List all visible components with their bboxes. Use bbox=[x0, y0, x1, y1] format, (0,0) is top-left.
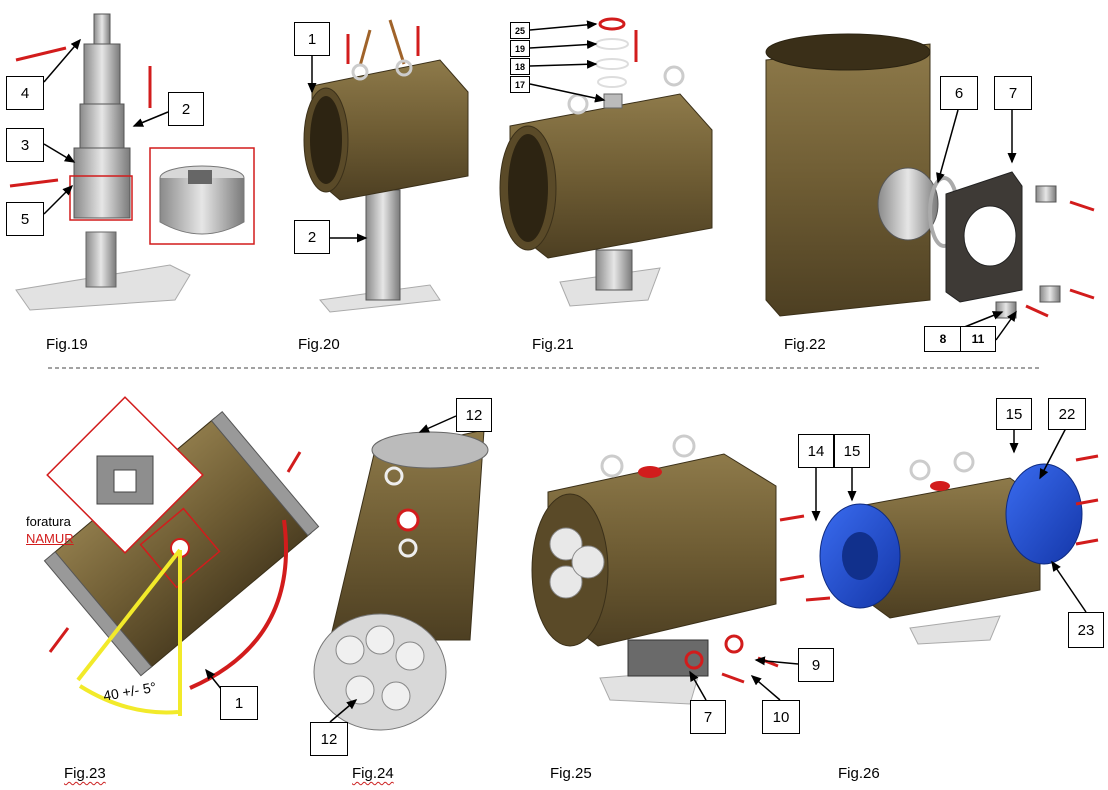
callout-fig26-22: 22 bbox=[1048, 398, 1086, 430]
fig22-actuator-drawing bbox=[765, 33, 1061, 319]
callout-fig20-2: 2 bbox=[294, 220, 330, 254]
callout-fig19-2: 2 bbox=[168, 92, 204, 126]
fig25-actuator-drawing bbox=[531, 434, 777, 705]
drilling-label: foratura bbox=[26, 514, 71, 529]
fig21-actuator-drawing bbox=[499, 17, 713, 307]
callout-fig21-25: 25 bbox=[510, 22, 530, 39]
caption-fig25: Fig.25 bbox=[550, 765, 592, 782]
fig19-shaft-drawing bbox=[15, 13, 255, 311]
caption-fig22: Fig.22 bbox=[784, 336, 826, 353]
namur-label: NAMUR bbox=[26, 531, 74, 546]
callout-fig21-19: 19 bbox=[510, 40, 530, 57]
fig23-actuator-drawing bbox=[43, 396, 320, 716]
callout-fig20-1: 1 bbox=[294, 22, 330, 56]
callout-fig25-10: 10 bbox=[762, 700, 800, 734]
caption-fig24: Fig.24 bbox=[352, 765, 394, 782]
fig20-actuator-drawing bbox=[303, 19, 469, 313]
callout-fig26-15-right: 15 bbox=[996, 398, 1032, 430]
fig26-actuator-drawing bbox=[819, 451, 1083, 645]
callout-fig19-3: 3 bbox=[6, 128, 44, 162]
callout-fig19-5: 5 bbox=[6, 202, 44, 236]
callout-fig24-12-bottom: 12 bbox=[310, 722, 348, 756]
fig24-actuator-drawing bbox=[313, 429, 489, 731]
callout-fig26-14: 14 bbox=[798, 434, 834, 468]
callout-fig25-9: 9 bbox=[798, 648, 834, 682]
callout-fig21-17: 17 bbox=[510, 76, 530, 93]
caption-fig20: Fig.20 bbox=[298, 336, 340, 353]
caption-fig23: Fig.23 bbox=[64, 765, 106, 782]
callout-fig22-8: 8 bbox=[924, 326, 962, 352]
callout-fig23-1: 1 bbox=[220, 686, 258, 720]
callout-fig24-12-top: 12 bbox=[456, 398, 492, 432]
callout-fig22-11: 11 bbox=[960, 326, 996, 352]
callout-fig19-4: 4 bbox=[6, 76, 44, 110]
callout-fig26-23: 23 bbox=[1068, 612, 1104, 648]
callout-fig21-18: 18 bbox=[510, 58, 530, 75]
callout-fig25-7: 7 bbox=[690, 700, 726, 734]
leader-lines bbox=[43, 20, 1087, 723]
caption-fig26: Fig.26 bbox=[838, 765, 880, 782]
callout-fig22-6: 6 bbox=[940, 76, 978, 110]
caption-fig21: Fig.21 bbox=[532, 336, 574, 353]
callout-fig26-15-left: 15 bbox=[834, 434, 870, 468]
caption-fig19: Fig.19 bbox=[46, 336, 88, 353]
callout-fig22-7: 7 bbox=[994, 76, 1032, 110]
